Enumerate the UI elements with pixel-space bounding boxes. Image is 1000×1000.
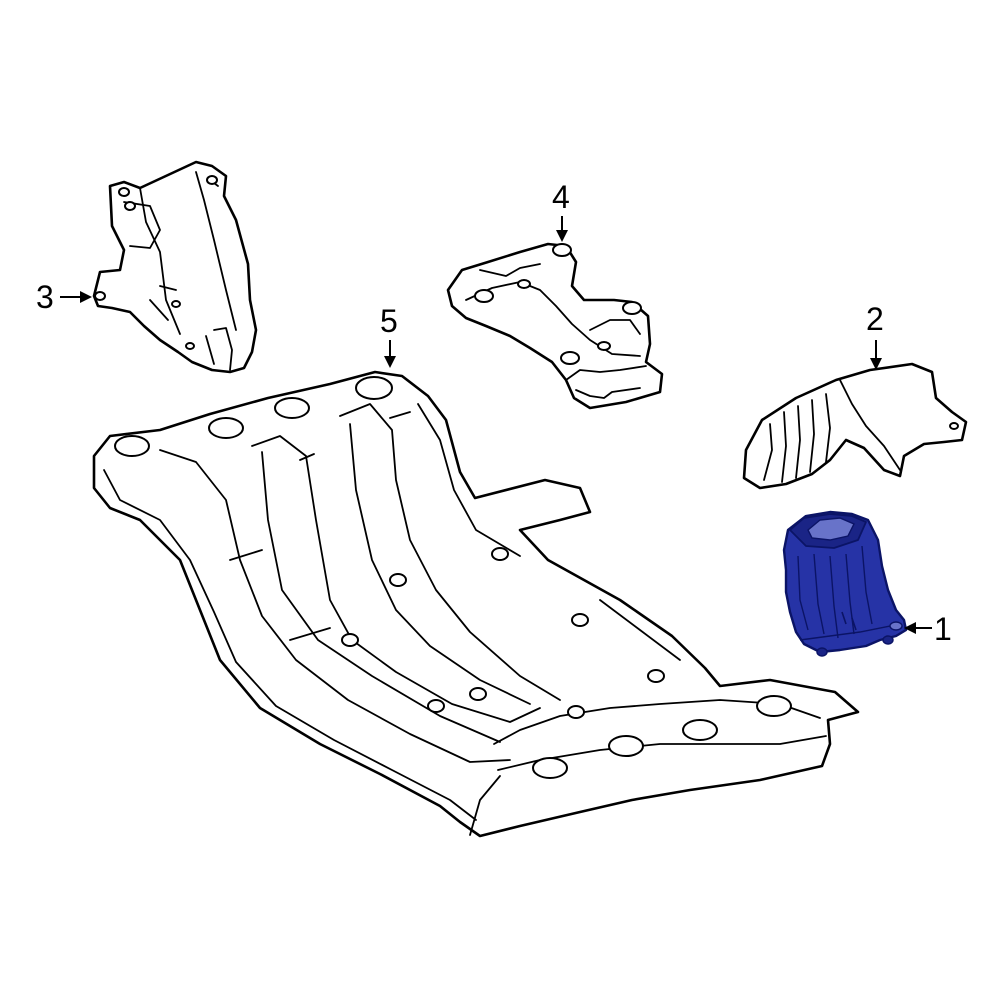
callout-4-arrowhead — [556, 230, 568, 242]
callout-5: 5 — [380, 303, 398, 368]
part-2-heat-shield[interactable] — [742, 362, 968, 490]
callout-5-arrowhead — [384, 356, 396, 368]
part-4-mount-bracket[interactable] — [446, 242, 664, 410]
part-1-engine-mount[interactable] — [782, 510, 908, 657]
callout-2-arrowhead — [870, 358, 882, 370]
callout-1-label: 1 — [934, 611, 952, 647]
callout-1: 1 — [904, 611, 952, 647]
part-3-bracket[interactable] — [92, 160, 258, 374]
callout-1-arrowhead — [904, 622, 916, 634]
callout-3: 3 — [36, 279, 92, 315]
callout-4-label: 4 — [552, 179, 570, 215]
callout-5-label: 5 — [380, 303, 398, 339]
callout-3-arrowhead — [80, 291, 92, 303]
part-5-crossmember[interactable] — [92, 370, 860, 838]
callout-2-label: 2 — [866, 301, 884, 337]
callout-2: 2 — [866, 301, 884, 370]
callout-3-label: 3 — [36, 279, 54, 315]
callout-4: 4 — [552, 179, 570, 242]
